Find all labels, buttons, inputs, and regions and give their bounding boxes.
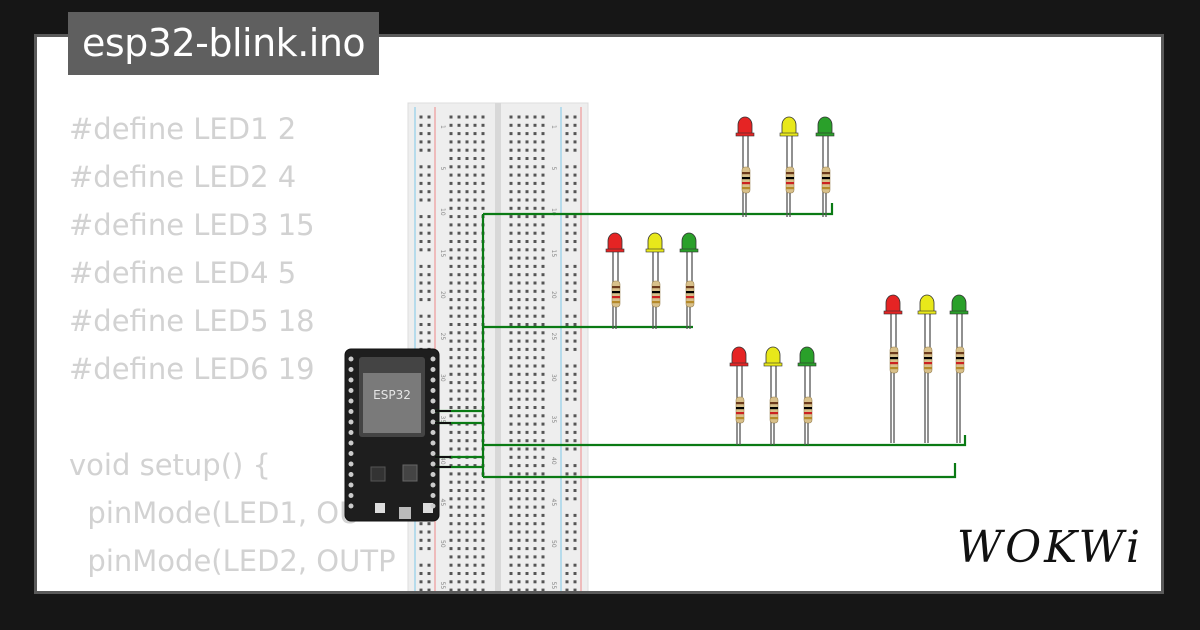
led-group	[735, 116, 835, 217]
code-line: pinMode(LED1, OU	[69, 496, 361, 530]
led-array	[605, 116, 969, 445]
led[interactable]	[817, 116, 833, 136]
code-line: pinMode(LED2, OUTP	[69, 544, 396, 578]
code-line: #define LED4 5	[69, 256, 297, 290]
led[interactable]	[737, 116, 753, 136]
breadboard-row-number: 25	[550, 333, 557, 341]
project-filename-tab: esp32-blink.ino	[68, 12, 380, 75]
board-label: ESP32	[373, 388, 411, 402]
breadboard-row-number: 50	[439, 540, 446, 548]
breadboard-row-number: 25	[439, 333, 446, 341]
led[interactable]	[731, 346, 747, 366]
led-group	[729, 346, 817, 445]
breadboard-row-number: 55	[439, 582, 446, 590]
code-line: #define LED2 4	[69, 160, 297, 194]
breadboard-row-number: 5	[550, 167, 557, 171]
breadboard-row-number: 45	[439, 499, 446, 507]
breadboard-row-number: 15	[439, 250, 446, 258]
code-line: #define LED6 19	[69, 352, 315, 386]
breadboard-row-number: 30	[439, 374, 446, 382]
breadboard-row-number: 20	[439, 291, 446, 299]
breadboard-row-number: 45	[550, 499, 557, 507]
led[interactable]	[647, 232, 663, 252]
breadboard-row-number: 1	[550, 125, 557, 129]
breadboard-row-number: 5	[439, 167, 446, 171]
led[interactable]	[951, 294, 967, 314]
code-line: #define LED1 2	[69, 112, 297, 146]
simulator-canvas[interactable]: #define LED1 2 #define LED2 4 #define LED3…	[34, 34, 1164, 594]
wokwi-logo: WOKWi	[956, 522, 1143, 573]
breadboard-row-number: 55	[550, 582, 557, 590]
breadboard-row-number: 35	[550, 416, 557, 424]
breadboard-row-number: 50	[550, 540, 557, 548]
breadboard-row-number: 15	[550, 250, 557, 258]
breadboard-row-number: 1	[439, 125, 446, 129]
code-line: #define LED5 18	[69, 304, 315, 338]
led[interactable]	[919, 294, 935, 314]
led[interactable]	[885, 294, 901, 314]
breadboard-row-number: 40	[550, 457, 557, 465]
led[interactable]	[781, 116, 797, 136]
led-group	[883, 294, 969, 443]
led[interactable]	[799, 346, 815, 366]
led-group	[605, 232, 699, 329]
code-preview: #define LED1 2 #define LED2 4 #define LED3…	[69, 105, 396, 591]
code-line: #define LED3 15	[69, 208, 315, 242]
led[interactable]	[607, 232, 623, 252]
led[interactable]	[681, 232, 697, 252]
breadboard-row-number: 10	[439, 208, 446, 216]
wires	[435, 203, 967, 479]
breadboard-row-number: 10	[550, 208, 557, 216]
led[interactable]	[765, 346, 781, 366]
esp32-board[interactable]: ESP32	[344, 348, 440, 522]
code-line: void setup() {	[69, 448, 271, 482]
breadboard-row-number: 40	[439, 457, 446, 465]
breadboard-row-number: 30	[550, 374, 557, 382]
breadboard-row-number: 35	[439, 416, 446, 424]
breadboard-row-number: 20	[550, 291, 557, 299]
